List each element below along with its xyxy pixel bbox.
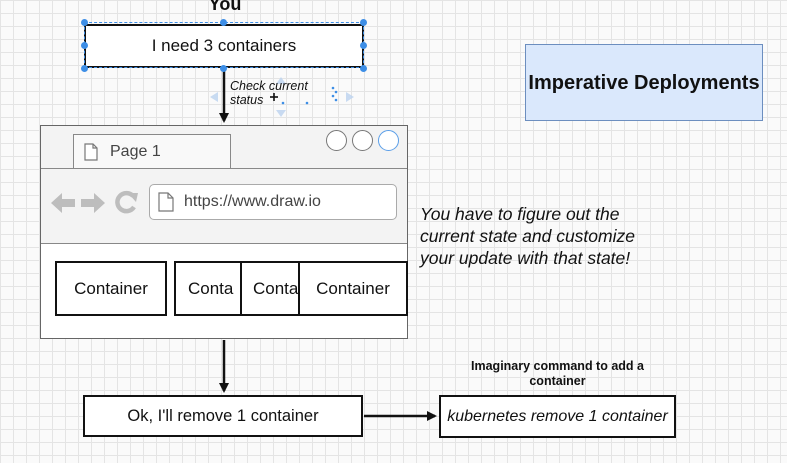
selection-handle[interactable] — [220, 19, 227, 26]
selection-handle[interactable] — [81, 65, 88, 72]
note-text[interactable]: You have to figure out the current state… — [420, 204, 635, 268]
move-cursor-icon — [270, 93, 278, 101]
browser-tab: Page 1 — [73, 134, 231, 168]
title-box[interactable]: Imperative Deployments — [525, 44, 763, 121]
page-icon — [84, 142, 98, 161]
command-box[interactable]: kubernetes remove 1 container — [439, 395, 676, 438]
container-box-3[interactable]: Conta — [240, 261, 302, 316]
check-status-label[interactable]: Check current status — [230, 79, 308, 107]
url-bar: https://www.draw.io — [149, 184, 397, 220]
tab-label: Page 1 — [110, 142, 161, 160]
you-label: You — [208, 0, 242, 14]
selection-handle[interactable] — [220, 65, 227, 72]
move-handles — [210, 77, 354, 117]
window-close-icon — [378, 130, 399, 151]
container-box-2[interactable]: Conta — [174, 261, 244, 316]
selection-handle[interactable] — [360, 65, 367, 72]
selection-handle[interactable] — [360, 19, 367, 26]
selection-handle[interactable] — [81, 19, 88, 26]
tab-divider — [41, 168, 407, 169]
window-minimize-icon — [326, 130, 347, 151]
page-icon — [158, 192, 174, 212]
back-arrow-icon — [51, 193, 75, 213]
remove-box[interactable]: Ok, I'll remove 1 container — [83, 395, 363, 437]
selection-handle[interactable] — [81, 42, 88, 49]
selection-handle[interactable] — [360, 42, 367, 49]
selection-outline — [84, 22, 364, 68]
container-box-1[interactable]: Container — [55, 261, 167, 316]
reload-icon — [115, 190, 138, 214]
command-caption[interactable]: Imaginary command to add a container — [471, 359, 644, 388]
window-maximize-icon — [352, 130, 373, 151]
url-text: https://www.draw.io — [184, 193, 321, 210]
selection-dots — [281, 86, 338, 105]
container-box-4[interactable]: Container — [298, 261, 408, 316]
forward-arrow-icon — [81, 193, 105, 213]
